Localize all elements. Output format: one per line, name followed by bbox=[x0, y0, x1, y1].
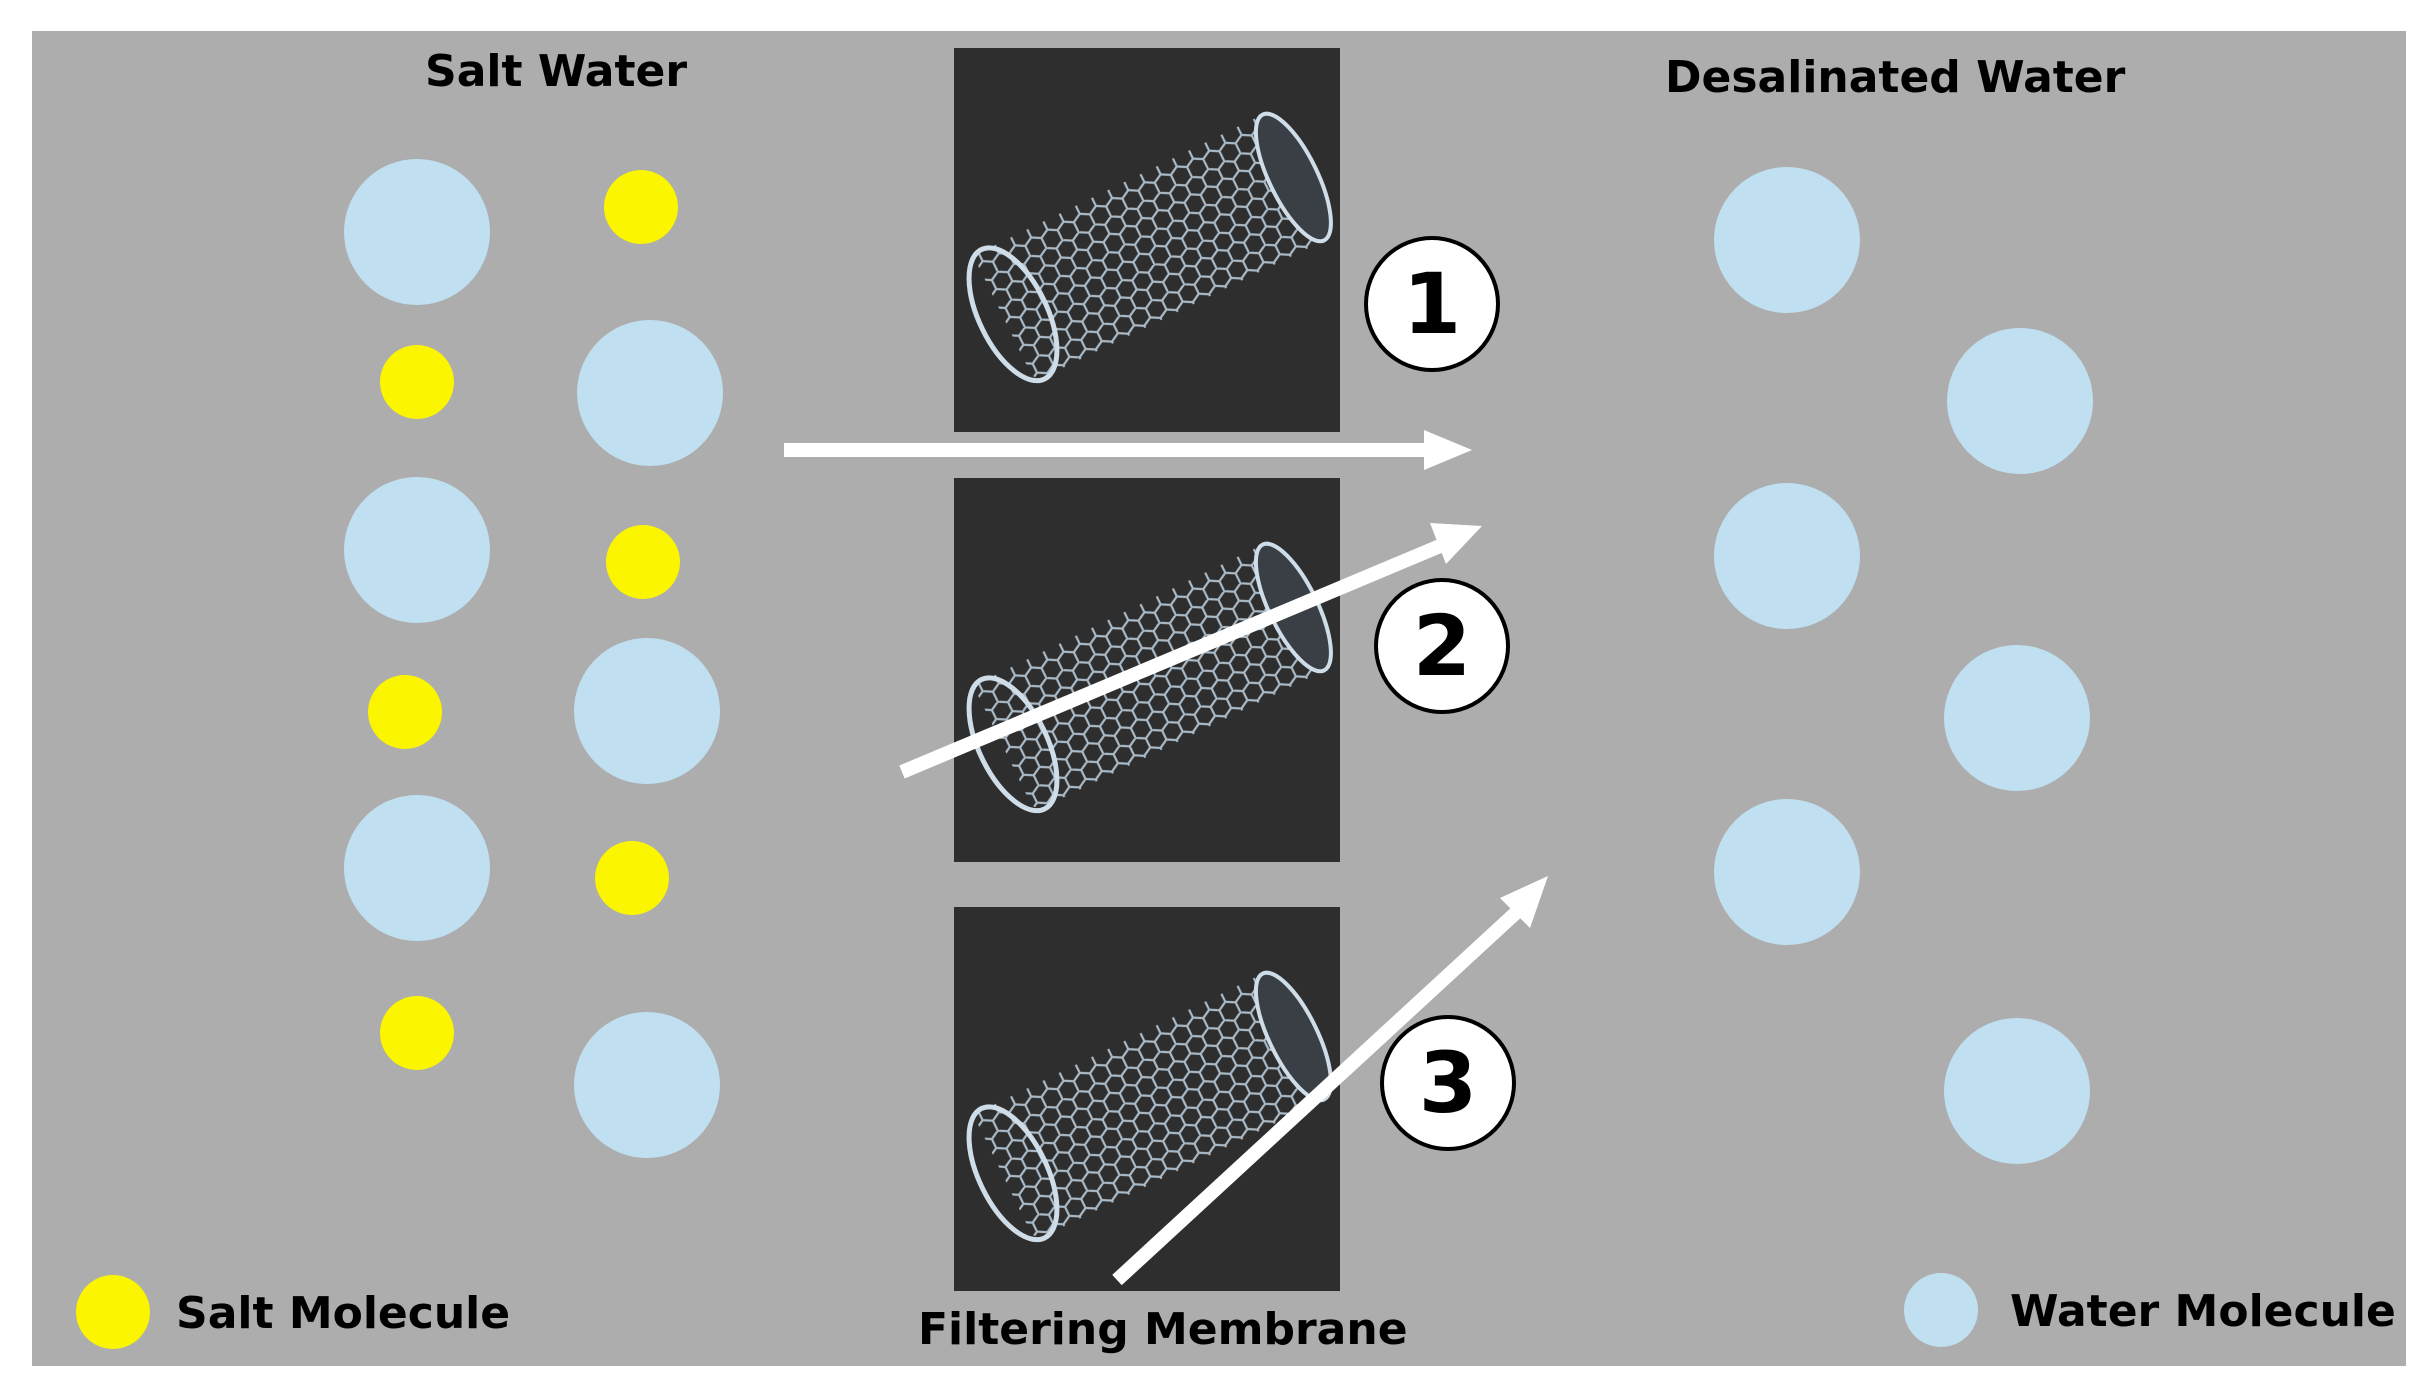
filtering-membrane-label: Filtering Membrane bbox=[918, 1304, 1408, 1355]
water-molecule bbox=[1714, 483, 1860, 629]
desalinated-water-heading: Desalinated Water bbox=[1665, 52, 2126, 103]
water-molecule bbox=[1944, 645, 2090, 791]
water-molecule bbox=[1714, 799, 1860, 945]
water-molecule bbox=[574, 638, 720, 784]
water-molecule bbox=[577, 320, 723, 466]
arrow-icon bbox=[784, 430, 1472, 470]
salt-molecule bbox=[595, 841, 669, 915]
carbon-nanotube-icon bbox=[954, 907, 1340, 1291]
water-molecule bbox=[574, 1012, 720, 1158]
carbon-nanotube-icon bbox=[954, 48, 1340, 432]
salt-molecule bbox=[380, 345, 454, 419]
water-molecule-legend-icon bbox=[1904, 1273, 1978, 1347]
arrow-icon bbox=[1112, 876, 1548, 1286]
salt-molecule bbox=[606, 525, 680, 599]
salt-molecule bbox=[604, 170, 678, 244]
salt-molecule bbox=[368, 675, 442, 749]
salt-water-heading: Salt Water bbox=[425, 46, 688, 97]
water-molecule bbox=[1944, 1018, 2090, 1164]
path-badge-3: 3 bbox=[1380, 1015, 1516, 1151]
path-badge-2: 2 bbox=[1374, 578, 1510, 714]
water-molecule bbox=[1947, 328, 2093, 474]
salt-molecule bbox=[380, 996, 454, 1070]
water-molecule bbox=[344, 795, 490, 941]
water-molecule bbox=[344, 159, 490, 305]
salt-molecule-legend-icon bbox=[76, 1275, 150, 1349]
path-badge-1: 1 bbox=[1364, 236, 1500, 372]
water-molecule-legend-label: Water Molecule bbox=[2010, 1286, 2396, 1337]
arrow-icon bbox=[899, 523, 1482, 779]
salt-molecule-legend-label: Salt Molecule bbox=[176, 1288, 511, 1339]
water-molecule bbox=[344, 477, 490, 623]
water-molecule bbox=[1714, 167, 1860, 313]
